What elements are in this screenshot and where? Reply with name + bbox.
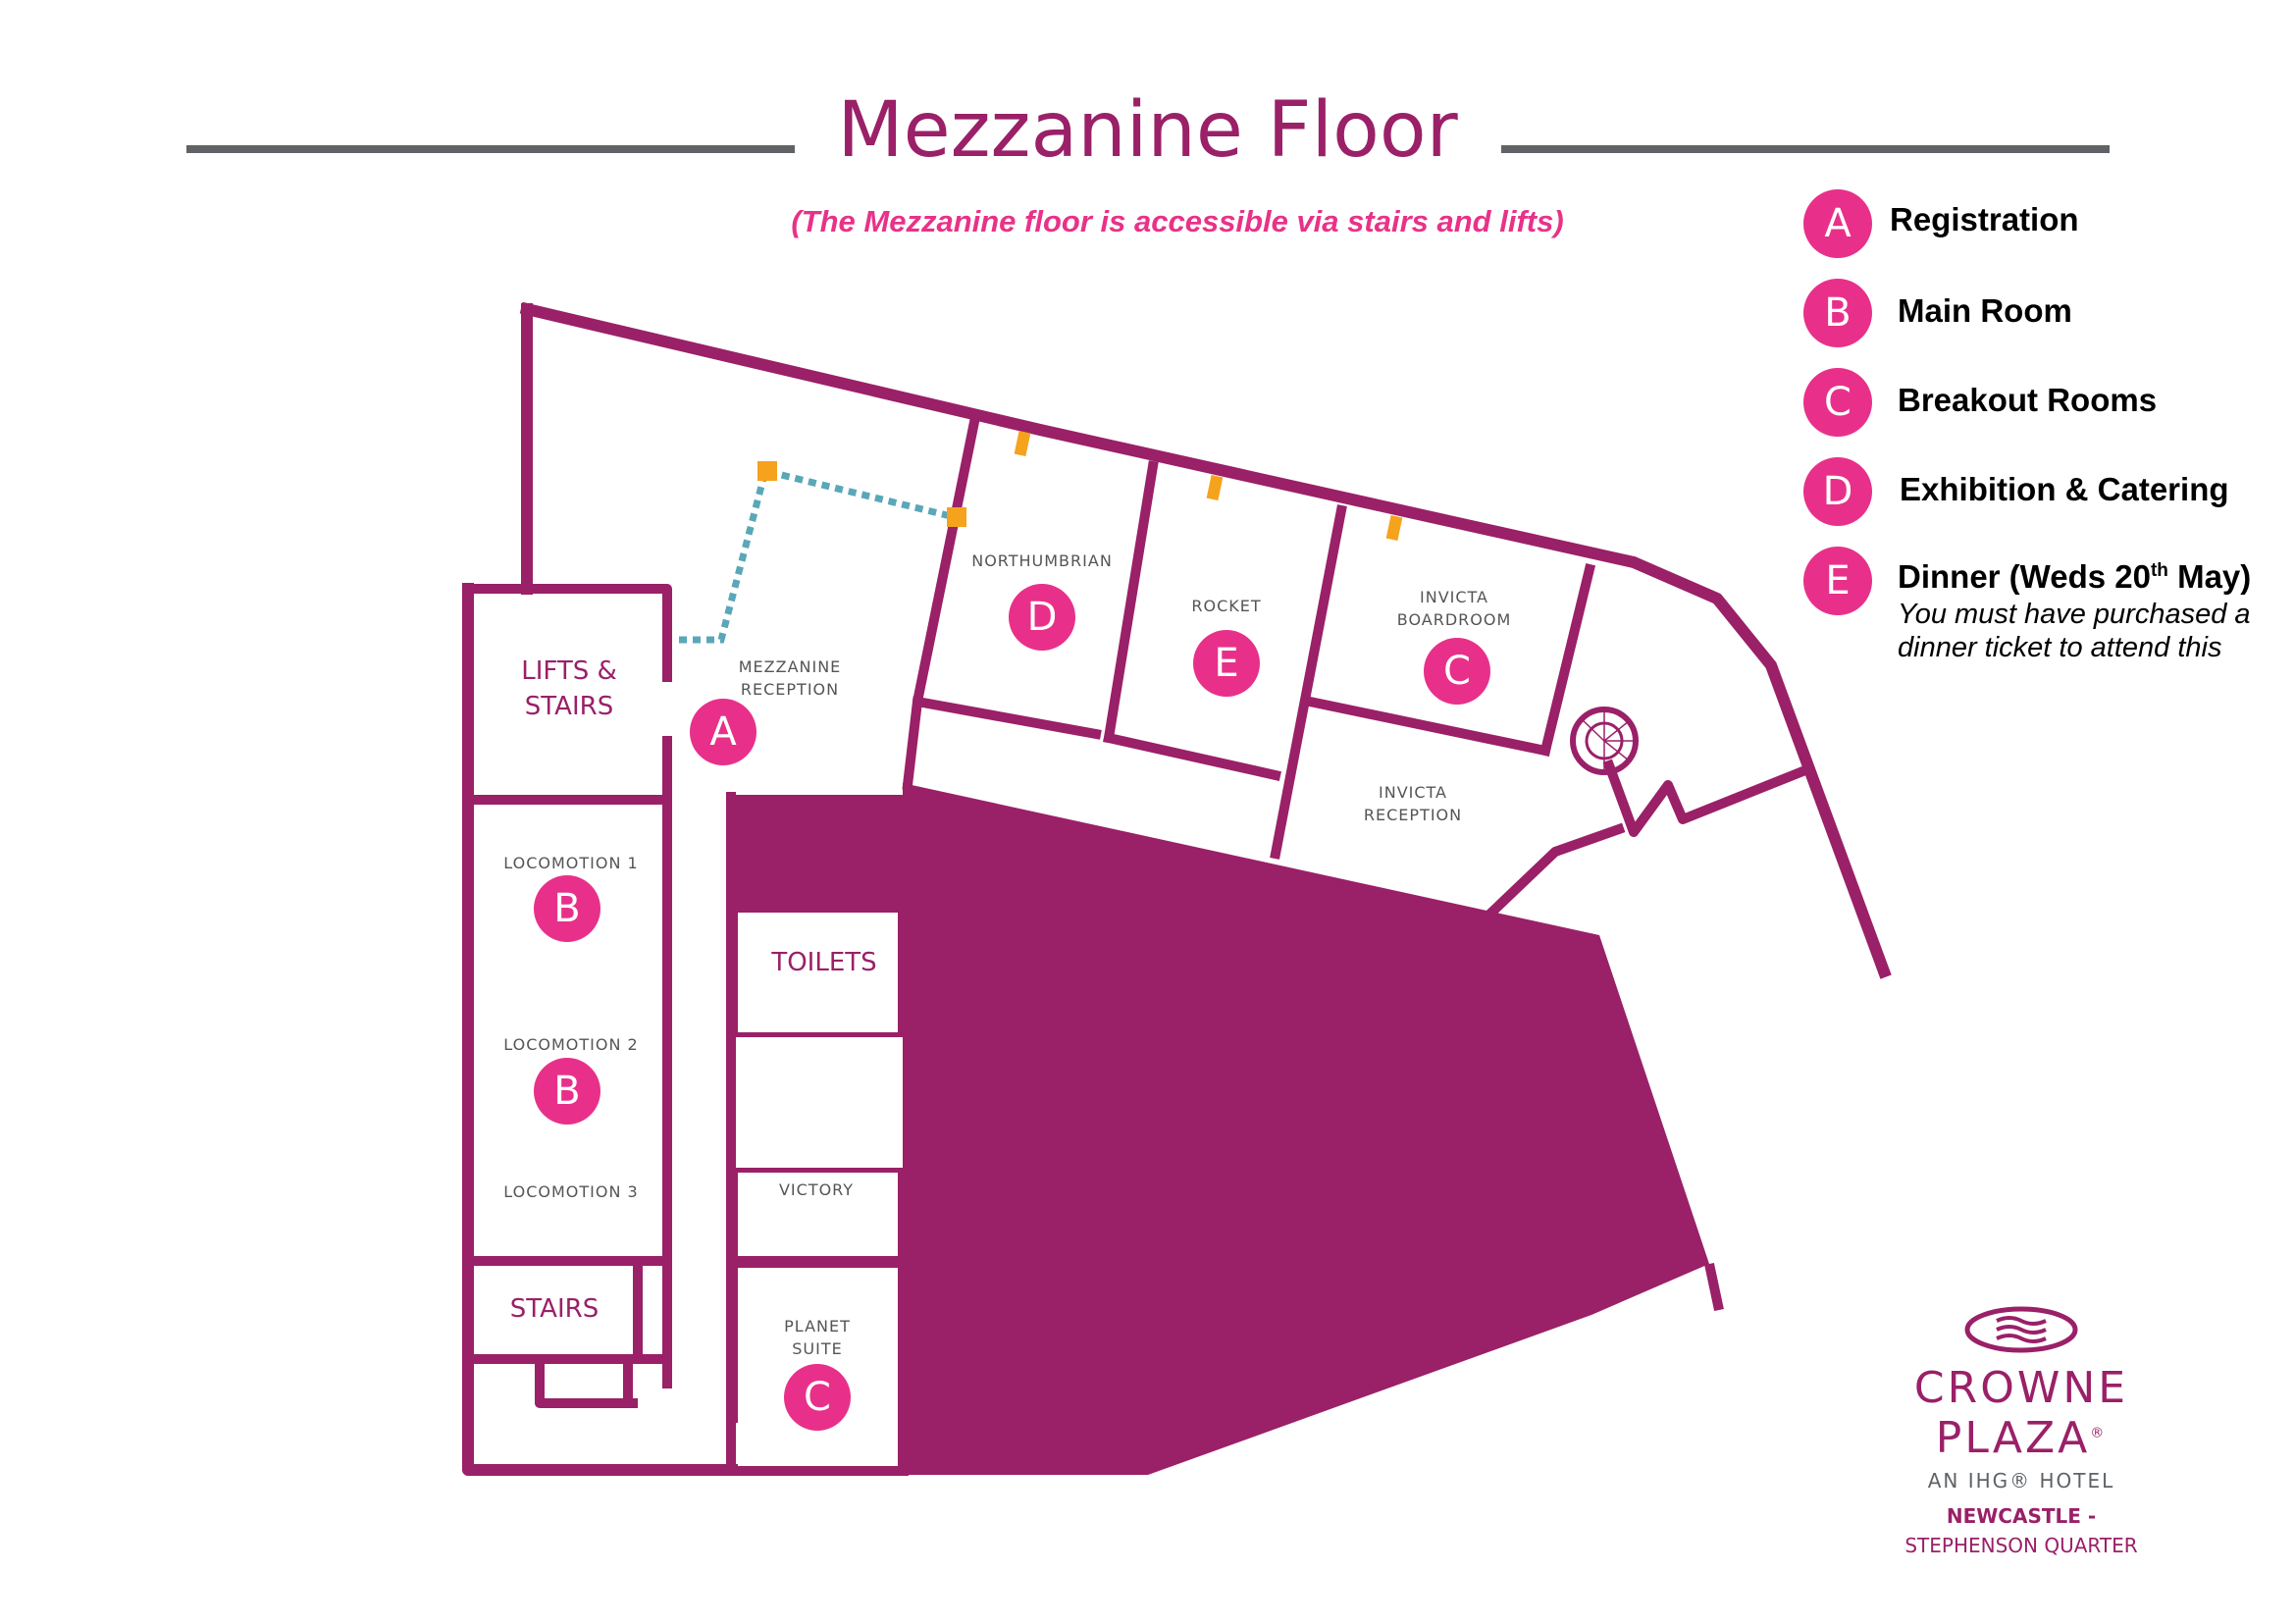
logo-brand: CROWNE PLAZA xyxy=(1913,1363,2129,1463)
legend-badge-b: B xyxy=(1803,279,1872,347)
route-path xyxy=(679,466,956,644)
logo-location-line1: NEWCASTLE - xyxy=(1946,1504,2097,1528)
room-label-victory: VICTORY xyxy=(778,1180,855,1199)
legend-item-main-room: B Main Room xyxy=(1803,279,2072,347)
legend-badge-e: E xyxy=(1803,547,1872,615)
legend-label: Registration xyxy=(1890,201,2079,237)
logo-tagline: AN IHG® HOTEL xyxy=(1927,1469,2115,1493)
legend-label: Main Room xyxy=(1898,292,2072,329)
wall-west xyxy=(462,583,909,1476)
sign-marker-icon xyxy=(947,507,966,527)
logo-location-line2: STEPHENSON QUARTER xyxy=(1904,1534,2138,1557)
wall-north xyxy=(519,301,1892,979)
sign-marker-icon xyxy=(1385,515,1403,541)
marker-e-rocket[interactable]: E xyxy=(1193,630,1260,697)
room-label-rocket: ROCKET xyxy=(1191,597,1262,615)
sign-marker-icon xyxy=(1206,475,1224,500)
sign-marker-icon xyxy=(757,461,777,481)
hotel-logo: CROWNE PLAZA® AN IHG® HOTEL NEWCASTLE - … xyxy=(1825,1305,2217,1557)
sign-marker-icon xyxy=(1014,431,1031,456)
room-label-locomotion-3: LOCOMOTION 3 xyxy=(503,1182,639,1201)
marker-d-northumbrian[interactable]: D xyxy=(1009,584,1075,651)
lifts-stairs-box xyxy=(463,584,672,682)
page-title: Mezzanine Floor xyxy=(837,86,1458,175)
marker-c-invicta-boardroom[interactable]: C xyxy=(1424,638,1490,705)
legend-note: You must have purchased a dinner ticket … xyxy=(1898,599,2251,663)
room-label-locomotion-1: LOCOMOTION 1 xyxy=(503,854,639,872)
service-area-block xyxy=(731,783,1709,1475)
legend-label: Dinner (Weds 20th May) You must have pur… xyxy=(1898,558,2270,664)
marker-b-locomotion-1[interactable]: B xyxy=(534,875,600,942)
legend-item-exhibition-catering: D Exhibition & Catering xyxy=(1803,457,2229,526)
legend-badge-c: C xyxy=(1803,368,1872,437)
legend-badge-a: A xyxy=(1803,189,1872,258)
legend-item-registration: A Registration xyxy=(1803,189,2079,258)
marker-b-locomotion-2[interactable]: B xyxy=(534,1058,600,1125)
legend-item-dinner: E Dinner (Weds 20th May) You must have p… xyxy=(1803,547,2270,664)
room-label-locomotion-2: LOCOMOTION 2 xyxy=(503,1035,639,1054)
marker-a-registration[interactable]: A xyxy=(690,699,756,765)
room-label-stairs: STAIRS xyxy=(509,1294,600,1324)
legend-badge-d: D xyxy=(1803,457,1872,526)
logo-registered: ® xyxy=(2090,1425,2108,1441)
legend-label: Exhibition & Catering xyxy=(1900,471,2229,507)
legend-item-breakout-rooms: C Breakout Rooms xyxy=(1803,368,2157,437)
room-label-lifts-stairs: LIFTS &STAIRS xyxy=(521,656,617,721)
title-rule-left xyxy=(186,145,795,153)
room-label-toilets: TOILETS xyxy=(771,948,877,977)
title-rule-right xyxy=(1501,145,2110,153)
legend-label: Breakout Rooms xyxy=(1898,382,2158,418)
room-label-northumbrian: NORTHUMBRIAN xyxy=(971,551,1113,570)
page-subtitle: (The Mezzanine floor is accessible via s… xyxy=(791,204,1564,238)
wall-northumbrian xyxy=(913,416,1102,740)
marker-c-planet-suite[interactable]: C xyxy=(784,1364,851,1431)
crowne-plaza-emblem-icon xyxy=(1964,1306,2078,1353)
